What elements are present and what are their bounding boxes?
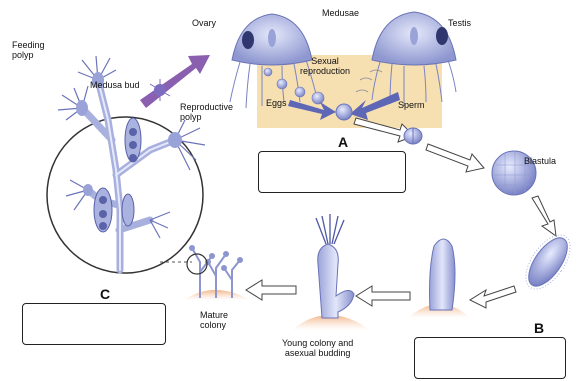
label-sexual-reproduction: Sexual reproduction [300,56,350,76]
label-reproductive-polyp: Reproductive polyp [180,102,233,122]
arrow-to-blastula [426,144,484,172]
label-medusae: Medusae [322,8,359,18]
arrow-to-young-colony [356,286,410,306]
cleavage-embryo [404,128,422,144]
planula-larva [517,227,579,296]
zygote [336,104,352,120]
label-testis: Testis [448,18,471,28]
answer-box-c[interactable] [22,303,166,345]
letter-b: B [534,320,544,336]
answer-box-a[interactable] [258,151,406,193]
young-colony [292,214,370,330]
arrow-to-mature-colony [246,280,296,300]
label-ovary: Ovary [192,18,216,28]
label-sperm: Sperm [398,100,425,110]
label-eggs: Eggs [266,98,287,108]
arrow-to-settled-polyp [470,286,516,308]
letter-c: C [100,286,110,302]
settled-polyp [408,239,470,318]
label-blastula: Blastula [524,156,556,166]
answer-box-b[interactable] [414,337,566,379]
letter-a: A [338,134,348,150]
label-feeding-polyp: Feeding polyp [12,40,45,60]
colony-branch-highlights [98,80,175,270]
mature-colony [184,245,250,300]
label-mature-colony: Mature colony [200,310,228,330]
release-arrow [140,55,210,108]
colony-branches [82,80,175,270]
arrow-to-planula [532,196,556,236]
label-medusa-bud: Medusa bud [90,80,140,90]
label-young-colony: Young colony and asexual budding [282,338,353,358]
